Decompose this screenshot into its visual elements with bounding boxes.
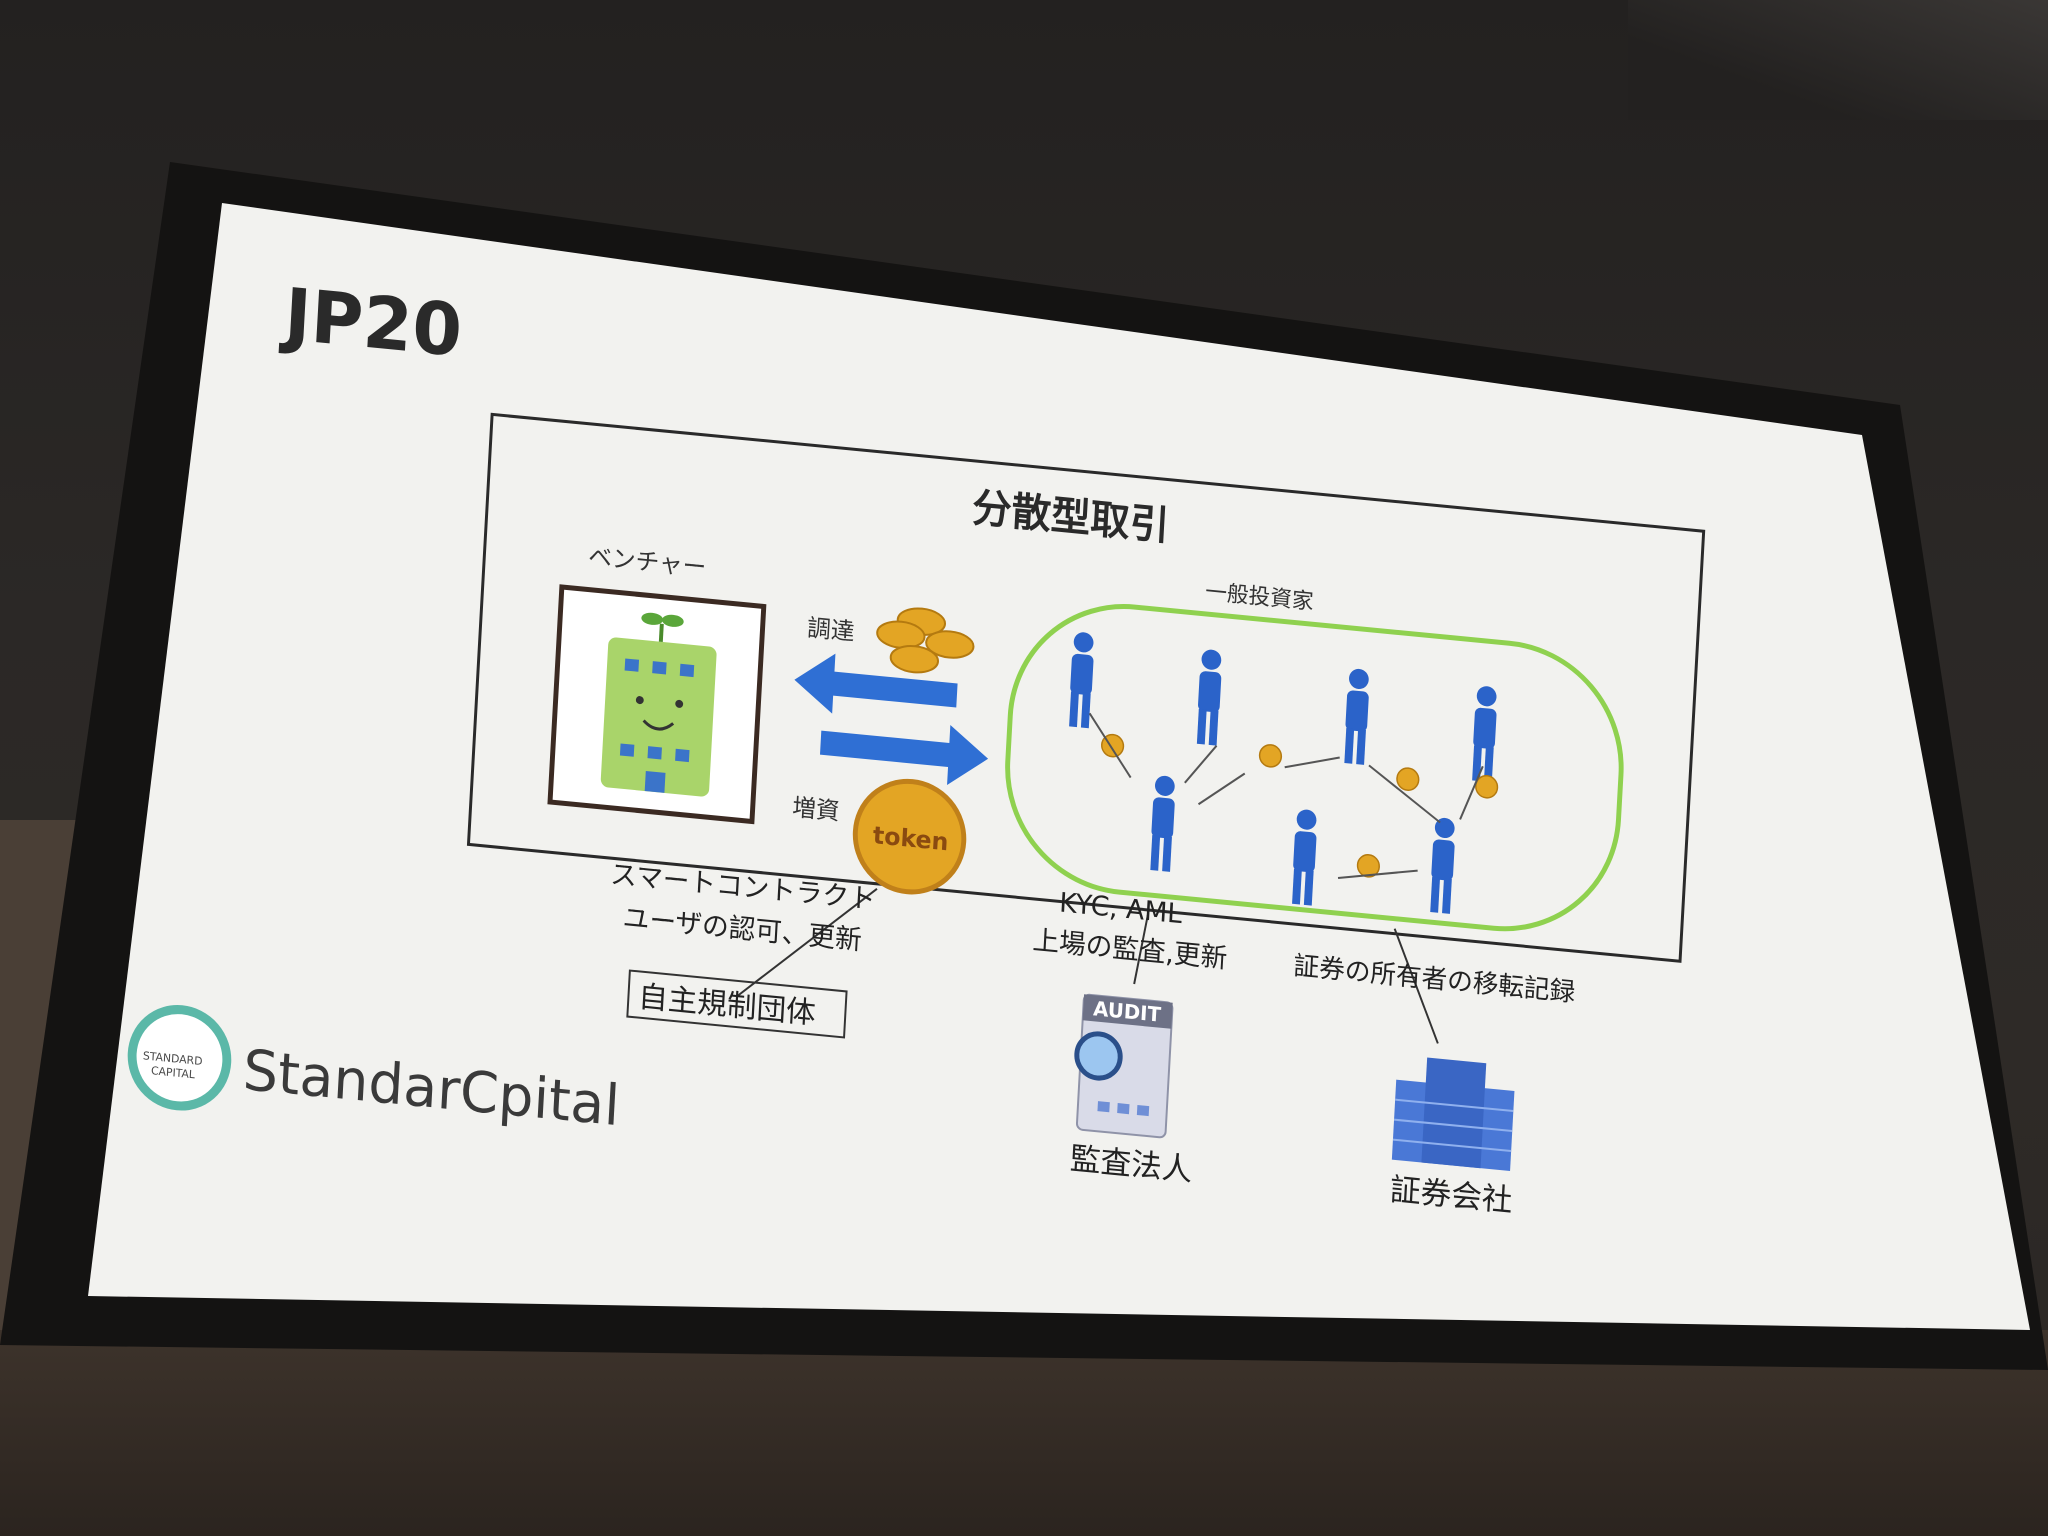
person-icon — [1196, 649, 1222, 746]
investors-ring — [1005, 604, 1624, 932]
slide-surface — [88, 203, 2030, 1330]
person-icon — [1430, 817, 1455, 914]
diagram-box — [466, 412, 1706, 963]
ceiling — [1628, 0, 2048, 120]
standard-capital-logo: STANDARD CAPITAL — [127, 1005, 232, 1111]
person-icon — [1069, 632, 1094, 729]
person-icon — [1472, 686, 1497, 783]
transfer-arrows — [1088, 712, 1484, 880]
leader-line-securities — [1393, 928, 1439, 1044]
arrow-left-funding — [794, 653, 958, 714]
magnifier-icon — [1074, 1031, 1123, 1081]
token-coin-icon: token — [852, 778, 967, 895]
arrow-right-capital — [819, 725, 989, 786]
self-regulatory-box — [626, 969, 848, 1039]
leader-line-smart-contract — [736, 888, 878, 997]
investor-people — [1069, 632, 1497, 914]
person-icon — [1292, 809, 1317, 906]
capital-label: 増資 — [792, 793, 841, 826]
leader-line-audit — [1133, 914, 1149, 985]
slide-title: JP20 — [277, 271, 464, 373]
audit-building-icon: AUDIT — [1074, 993, 1174, 1139]
small-coin-icons — [1101, 733, 1499, 878]
gold-coins-icon — [876, 607, 975, 674]
person-icon — [1344, 668, 1369, 765]
venture-building-icon — [600, 612, 717, 797]
svg-text:STANDARD: STANDARD — [143, 1049, 203, 1068]
funding-label: 調達 — [806, 614, 855, 647]
securities-building-icon — [1391, 1057, 1515, 1172]
person-icon — [1150, 775, 1175, 872]
svg-text:CAPITAL: CAPITAL — [151, 1064, 196, 1081]
